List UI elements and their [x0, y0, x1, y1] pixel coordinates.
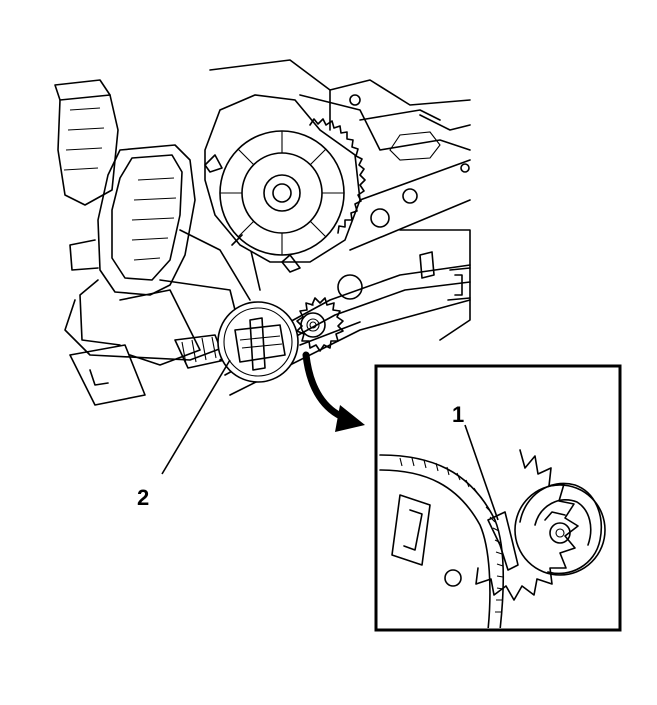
sector-gear: [204, 94, 366, 273]
detail-inset: [374, 364, 622, 632]
callout-2-leader: [161, 359, 231, 475]
callout-1-leader: [464, 424, 499, 521]
callout-2-label: 2: [137, 485, 149, 510]
actuator-motor: [174, 301, 299, 383]
air-duct: [64, 144, 231, 361]
callout-1-label: 1: [452, 402, 464, 427]
drive-gear: [296, 297, 344, 352]
detail-arrow: [302, 351, 365, 432]
